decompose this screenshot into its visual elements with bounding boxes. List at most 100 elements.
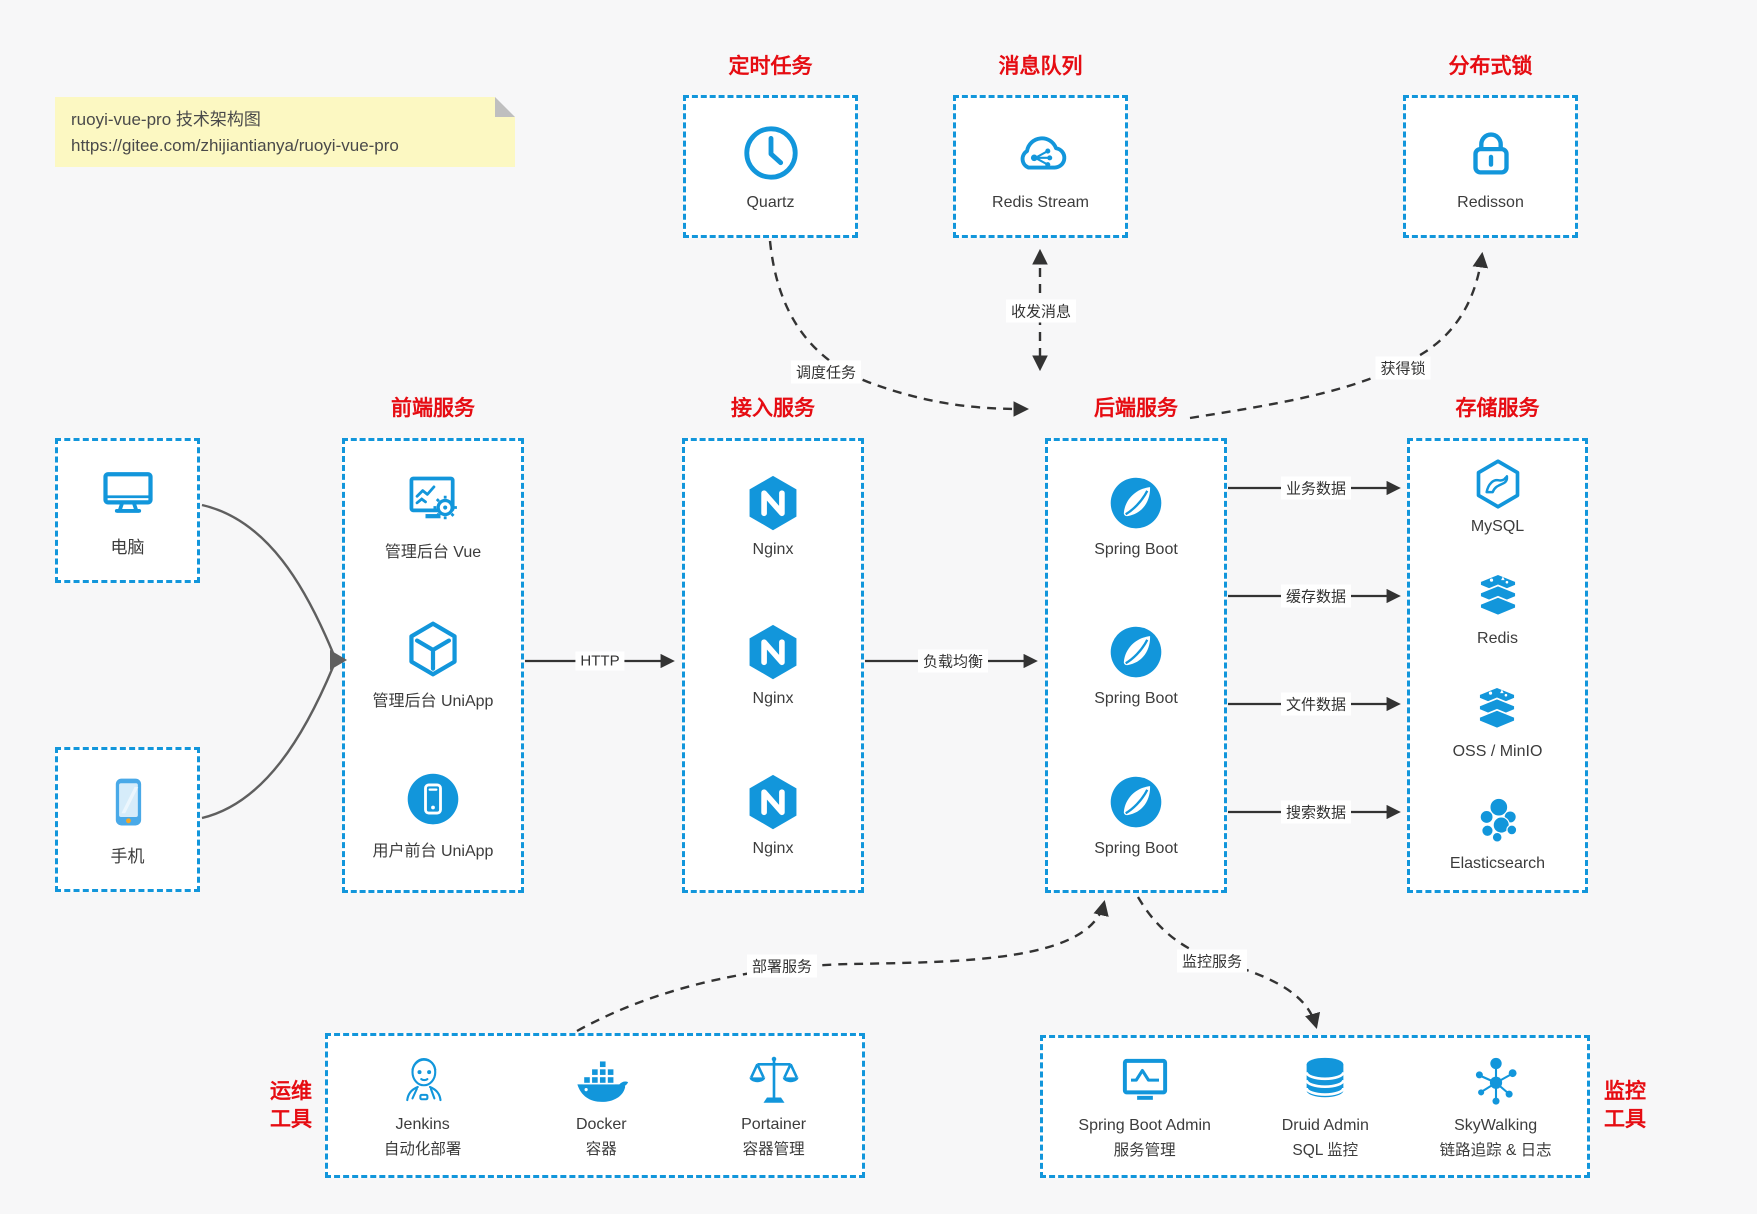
docker-icon	[573, 1052, 629, 1108]
springboot-label: Spring Boot	[1094, 540, 1178, 558]
access-box: Nginx Nginx Nginx	[682, 438, 864, 893]
frontend-box: 管理后台 Vue 管理后台 UniApp 用户前台 UniApp	[342, 438, 524, 893]
elasticsearch-label: Elasticsearch	[1449, 854, 1546, 872]
item-druid-admin: Druid Admin SQL 监控	[1282, 1053, 1369, 1160]
edge-label-business-data: 业务数据	[1280, 476, 1352, 500]
title-access: 接入服务	[731, 397, 815, 420]
edge-label-load-balance: 负载均衡	[917, 649, 989, 673]
title-backend: 后端服务	[1094, 397, 1178, 420]
docker-desc: 容器	[585, 1141, 617, 1158]
storage-box: MySQL Redis OSS / MinIO Elasticsearch	[1407, 438, 1588, 893]
title-distributed-lock: 分布式锁	[1448, 55, 1533, 78]
item-springboot-2: Spring Boot	[1094, 622, 1178, 708]
title-frontend: 前端服务	[391, 397, 475, 420]
note-fold-corner	[495, 97, 515, 117]
portainer-icon	[746, 1052, 802, 1108]
jenkins-name: Jenkins	[395, 1116, 450, 1133]
edge-label-message: 收发消息	[1005, 299, 1077, 323]
springboot-admin-desc: 服务管理	[1113, 1142, 1176, 1159]
item-admin-vue: 管理后台 Vue	[385, 470, 481, 562]
mysql-label: MySQL	[1470, 518, 1525, 536]
sticky-note: ruoyi-vue-pro 技术架构图 https://gitee.com/zh…	[55, 97, 515, 167]
title-scheduled-tasks: 定时任务	[728, 55, 813, 78]
edge-client-phone	[201, 666, 335, 820]
springboot-icon	[1106, 473, 1166, 533]
edge-label-cache-data: 缓存数据	[1280, 584, 1352, 608]
item-redis: Redis	[1472, 570, 1524, 648]
item-oss-minio: OSS / MinIO	[1453, 683, 1542, 761]
edge-label-schedule: 调度任务	[790, 360, 862, 384]
skywalking-desc: 链路追踪 & 日志	[1439, 1142, 1552, 1159]
springboot-label: Spring Boot	[1094, 840, 1178, 858]
title-message-queue: 消息队列	[998, 55, 1083, 78]
monitor-tools-title: 监控 工具	[1604, 1080, 1646, 1132]
item-docker: Docker 容器	[573, 1052, 629, 1159]
item-elasticsearch: Elasticsearch	[1450, 795, 1545, 873]
nginx-icon	[743, 473, 803, 533]
mysql-icon	[1472, 458, 1524, 510]
desktop-icon	[98, 463, 158, 523]
admin-vue-label: 管理后台 Vue	[384, 543, 482, 561]
springboot-label: Spring Boot	[1094, 690, 1178, 708]
redis-stream-box: Redis Stream	[953, 95, 1128, 238]
pc-client-box: 电脑	[55, 438, 200, 583]
portainer-desc: 容器管理	[742, 1141, 805, 1158]
jenkins-icon	[395, 1052, 451, 1108]
item-jenkins: Jenkins 自动化部署	[384, 1052, 461, 1159]
nginx-label: Nginx	[752, 840, 794, 858]
title-storage: 存储服务	[1455, 397, 1540, 420]
edge-label-monitor: 监控服务	[1176, 949, 1248, 973]
note-url: https://gitee.com/zhijiantianya/ruoyi-vu…	[71, 136, 399, 156]
springboot-icon	[1106, 622, 1166, 682]
nginx-icon	[743, 622, 803, 682]
redisson-box: Redisson	[1403, 95, 1578, 238]
edge-schedule	[768, 240, 1030, 417]
item-nginx-2: Nginx	[743, 622, 803, 708]
backend-box: Spring Boot Spring Boot Spring Boot	[1045, 438, 1227, 893]
edge-label-http: HTTP	[575, 651, 625, 671]
redis-stream-label: Redis Stream	[992, 193, 1089, 211]
druid-admin-desc: SQL 监控	[1292, 1142, 1359, 1159]
druid-icon	[1297, 1053, 1353, 1109]
docker-name: Docker	[575, 1116, 627, 1133]
admin-uniapp-label: 管理后台 UniApp	[372, 693, 494, 711]
item-springboot-3: Spring Boot	[1094, 772, 1178, 858]
cloud-share-icon	[1010, 122, 1072, 184]
item-nginx-3: Nginx	[743, 772, 803, 858]
druid-admin-name: Druid Admin	[1281, 1117, 1369, 1134]
edge-label-deploy: 部署服务	[746, 954, 818, 978]
item-springboot-1: Spring Boot	[1094, 473, 1178, 559]
item-springboot-admin: Spring Boot Admin 服务管理	[1078, 1053, 1211, 1160]
edge-label-search-data: 搜索数据	[1280, 800, 1352, 824]
springboot-icon	[1106, 772, 1166, 832]
phone-client-label: 手机	[110, 847, 145, 866]
lock-icon	[1460, 122, 1522, 184]
item-admin-uniapp: 管理后台 UniApp	[372, 619, 494, 711]
pc-client-label: 电脑	[110, 538, 145, 557]
nginx-icon	[743, 772, 803, 832]
skywalking-icon	[1468, 1053, 1524, 1109]
item-mysql: MySQL	[1471, 458, 1524, 536]
monitor-tools-box: Spring Boot Admin 服务管理 Druid Admin SQL 监…	[1040, 1035, 1590, 1178]
item-skywalking: SkyWalking 链路追踪 & 日志	[1440, 1053, 1552, 1160]
clock-icon	[740, 122, 802, 184]
ops-tools-title: 运维 工具	[270, 1080, 312, 1132]
quartz-label: Quartz	[746, 193, 795, 211]
redis-label: Redis	[1477, 630, 1518, 648]
quartz-box: Quartz	[683, 95, 858, 238]
nginx-label: Nginx	[752, 540, 794, 558]
edge-deploy	[576, 899, 1109, 1033]
ops-tools-box: Jenkins 自动化部署 Docker 容器 Portainer 容器管理	[325, 1033, 865, 1178]
portainer-name: Portainer	[741, 1116, 807, 1133]
phone-client-box: 手机	[55, 747, 200, 892]
redisson-label: Redisson	[1457, 193, 1524, 211]
skywalking-name: SkyWalking	[1454, 1117, 1538, 1134]
nginx-label: Nginx	[752, 690, 794, 708]
item-nginx-1: Nginx	[743, 473, 803, 559]
phone-icon	[98, 772, 158, 832]
edge-label-lock: 获得锁	[1375, 356, 1431, 380]
oss-stack-icon	[1471, 683, 1523, 735]
elasticsearch-icon	[1472, 795, 1524, 847]
edge-client-pc	[201, 503, 335, 654]
